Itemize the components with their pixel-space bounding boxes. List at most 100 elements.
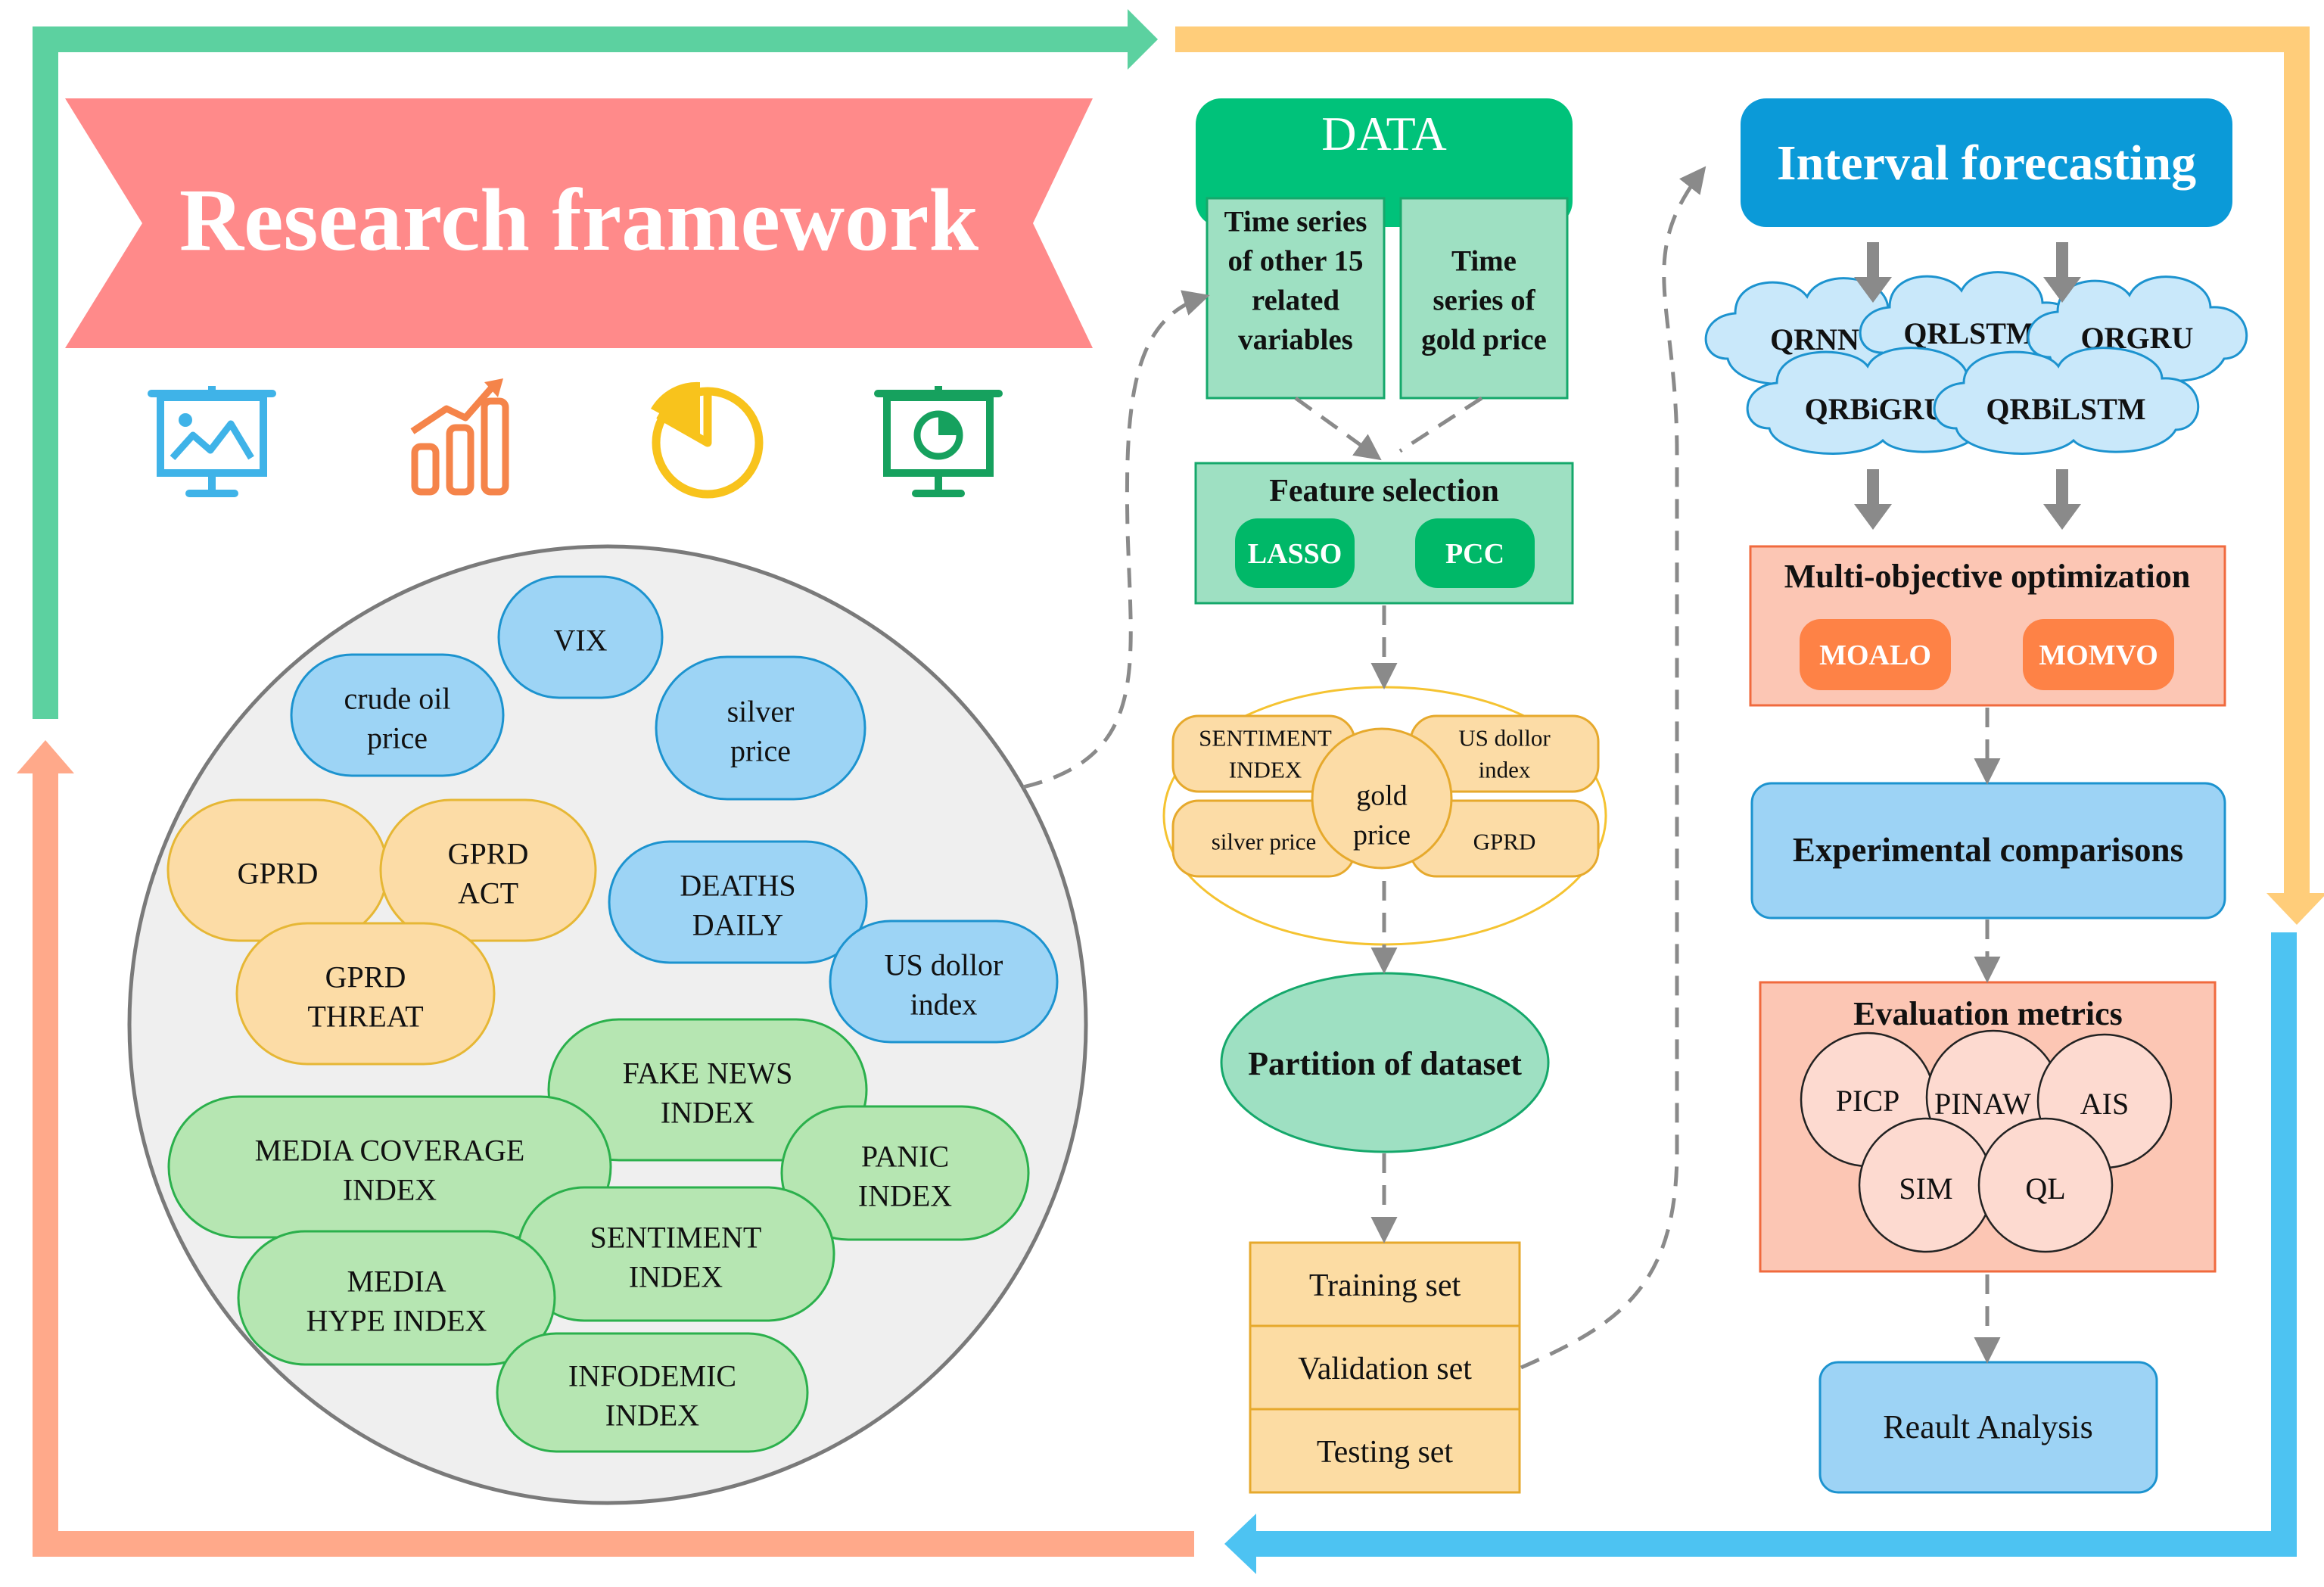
data-title: DATA [1321,107,1447,160]
text-line: DEATHS [680,869,795,903]
text-line: PANIC [861,1140,949,1174]
validation-set-label: Validation set [1298,1352,1472,1386]
gold-series-box [1399,197,1569,400]
metric-ql [1977,1117,2114,1253]
text-line: GPRD [325,960,406,994]
text-line: MEDIA [347,1265,446,1299]
presentation-pie-icon [874,386,1003,497]
bubble-shape [496,1332,809,1453]
data-block: DATA Time series of other 15 related variab… [1196,98,1573,400]
result-label: Reault Analysis [1883,1408,2092,1445]
moalo-chip [1800,619,1951,690]
outer-cycle-frame [17,9,2324,1574]
cloud-shape [1933,347,2200,455]
selected-feature-sentiment-index: SENTIMENT INDEX [1171,714,1356,793]
variable-bubble-vix: VIX [497,575,664,699]
pcc-chip [1415,518,1535,588]
variable-bubble-media-hype-index: MEDIA HYPE INDEX [237,1230,556,1366]
text-line: GPRD [1473,828,1536,854]
momvo-label: MOMVO [2039,639,2158,671]
text-line: INDEX [605,1399,700,1433]
feature-label: GPRD [1473,828,1536,854]
optimization-title: Multi-objective optimization [1784,558,2190,595]
bubble-shape [780,1105,1030,1241]
data-left-to-feature [1294,396,1382,461]
model-label: QRBiLSTM [1986,392,2145,426]
text-line: INDEX [1229,756,1302,783]
metric-label-picp: PICP [1836,1084,1900,1118]
dataset-splits: Training set Validation set Testing set [1249,1241,1521,1494]
text-line: gold price [1421,324,1547,356]
training-set-box [1249,1241,1521,1327]
metrics-title: Evaluation metrics [1853,995,2123,1032]
model-label: QRNN [1770,322,1859,356]
text-line: HYPE INDEX [306,1304,487,1338]
text-line: INFODEMIC [568,1359,736,1393]
text-line: MEDIA COVERAGE [255,1134,525,1168]
text-line: variables [1238,324,1353,356]
momvo-chip [2023,619,2174,690]
solid-arrows [1854,242,2081,530]
bubble-shape [829,920,1059,1044]
bubble-shape [497,575,664,699]
text-line: Time series [1224,206,1367,238]
text-line: SENTIMENT [590,1221,762,1255]
bubble-label: VIX [553,624,607,658]
text-line: THREAT [307,1000,423,1034]
data-right-to-feature [1398,396,1483,453]
selected-feature-silver-price: silver price [1171,799,1356,878]
data-header [1196,98,1573,227]
connectors [1022,166,2001,1370]
text-line: US dollor [1458,724,1551,751]
bubble-label: GPRD [238,857,319,891]
frame-arrow-bottom-left [33,772,1194,1557]
text-line: INDEX [629,1260,723,1294]
frame-arrowhead-bottom-left [17,740,74,773]
banner-title: Research framework [179,170,979,269]
moalo-label: MOALO [1819,639,1931,671]
model-cloud-qrbigru: QRBiGRU [1746,347,2005,455]
interval-header [1741,98,2232,227]
metric-circle [1977,1117,2114,1253]
variable-bubble-sentiment-index: SENTIMENT INDEX [516,1186,835,1322]
pie-chart-icon [651,381,764,499]
sets-to-interval-connector [1520,166,1706,1370]
text-line: of other 15 [1227,245,1363,278]
testing-set-box [1249,1408,1521,1494]
bar-growth-chart-icon [410,378,509,496]
metric-label-ql: QL [2025,1172,2065,1206]
result-block: Reault Analysis [1818,1361,2158,1494]
icons-row [148,378,1003,499]
metric-label-sim: SIM [1899,1172,1952,1206]
bubble-label: INFODEMIC INDEX [568,1359,736,1433]
text-line: FAKE NEWS [623,1056,793,1091]
lasso-label: LASSO [1248,538,1342,570]
text-line: crude oil [344,682,450,716]
interval-arrow-left-top [1854,242,1892,303]
text-line: SENTIMENT [1199,724,1332,751]
testing-set-label: Testing set [1317,1435,1454,1470]
variable-bubble-infodemic-index: INFODEMIC INDEX [496,1332,809,1453]
text-line: related [1252,285,1340,317]
variable-bubble-gprd: GPRD [166,798,389,942]
other-variables-label: Time series of other 15 related variables [1224,206,1367,356]
interval-arrow-left-bottom [1854,469,1892,530]
interval-title: Interval forecasting [1777,135,2196,191]
selected-feature-gprd: GPRD [1409,799,1600,878]
partition-block: Partition of dataset [1220,972,1550,1153]
